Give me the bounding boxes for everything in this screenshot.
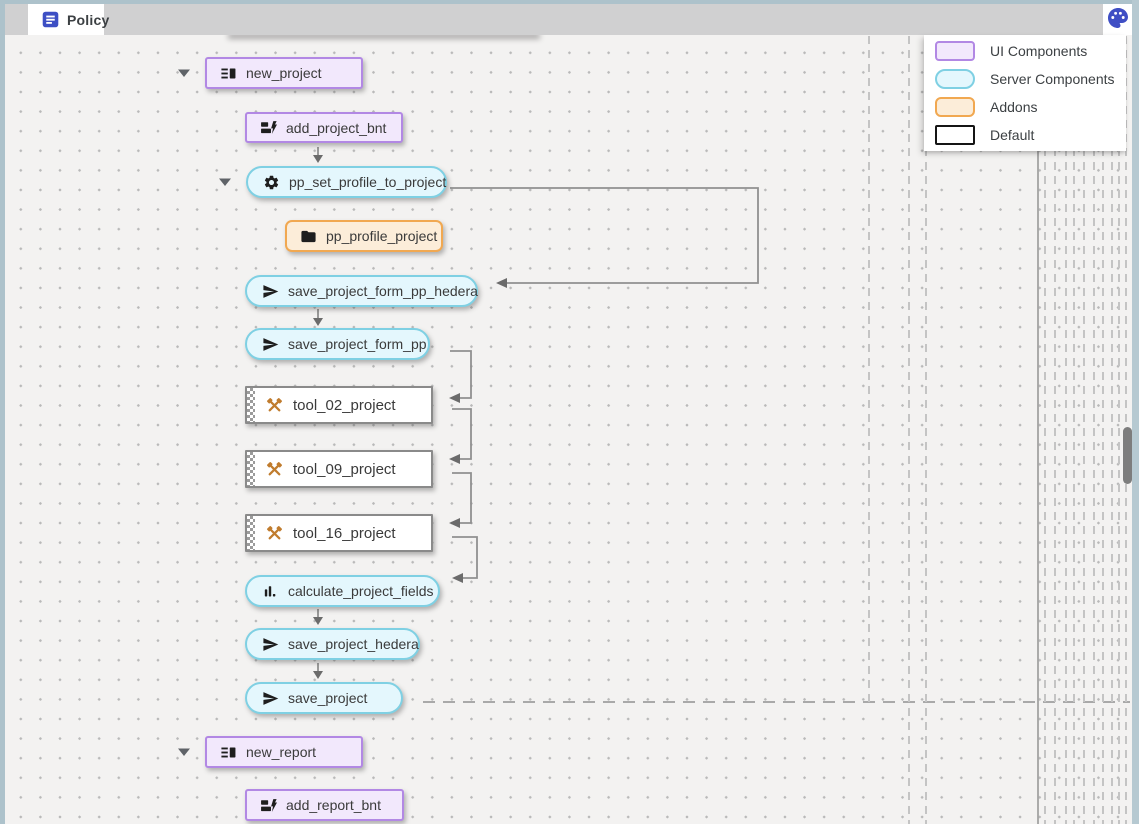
window-frame-top <box>0 0 1139 4</box>
node-label: pp_set_profile_to_project <box>289 174 446 190</box>
node-add_project_bnt[interactable]: add_project_bnt <box>245 112 403 143</box>
node-label: tool_09_project <box>293 461 396 478</box>
tools-icon <box>265 524 284 543</box>
tab-bar <box>5 4 1103 35</box>
collapse-arrow-pp_set_profile_to_project[interactable] <box>218 177 232 187</box>
collapse-arrow-new_report[interactable] <box>177 747 191 757</box>
node-label: add_project_bnt <box>286 120 386 136</box>
node-label: pp_profile_project <box>326 228 437 244</box>
collapse-arrow-new_project[interactable] <box>177 68 191 78</box>
legend-label: Server Components <box>990 71 1115 87</box>
vertical-scrollbar-thumb[interactable] <box>1123 427 1132 484</box>
tab-policy[interactable]: Policy <box>28 4 104 35</box>
legend-toggle-button[interactable] <box>1103 0 1133 35</box>
send-icon <box>262 636 279 653</box>
window-frame-left <box>0 0 5 824</box>
legend-label: UI Components <box>990 43 1087 59</box>
node-label: save_project_form_pp <box>288 336 427 352</box>
addons-swatch <box>935 97 975 117</box>
vertical-scrollbar-track[interactable] <box>1132 0 1139 824</box>
node-add_report_bnt[interactable]: add_report_bnt <box>245 789 404 821</box>
tab-policy-label: Policy <box>67 12 109 28</box>
legend-item-ui-components: UI Components <box>924 37 1126 65</box>
default-swatch <box>935 125 975 145</box>
node-label: save_project_hedera <box>288 636 419 652</box>
node-label: new_report <box>246 744 316 760</box>
legend-label: Default <box>990 127 1034 143</box>
node-new_project[interactable]: new_project <box>205 57 363 89</box>
tools-icon <box>265 460 284 479</box>
node-tool_02_project[interactable]: tool_02_project <box>245 386 433 424</box>
node-label: tool_02_project <box>293 397 396 414</box>
screen-icon <box>220 744 237 761</box>
node-label: calculate_project_fields <box>288 583 434 599</box>
tool-edge-pattern <box>247 388 255 422</box>
policy-doc-icon <box>42 11 59 28</box>
legend-item-server-components: Server Components <box>924 65 1126 93</box>
node-save_project_hedera[interactable]: save_project_hedera <box>245 628 420 660</box>
node-pp_profile_project[interactable]: pp_profile_project <box>285 220 443 252</box>
send-icon <box>262 283 279 300</box>
ui-components-swatch <box>935 41 975 61</box>
node-pp_set_profile_to_project[interactable]: pp_set_profile_to_project <box>246 166 447 198</box>
node-tool_09_project[interactable]: tool_09_project <box>245 450 433 488</box>
palette-icon <box>1106 6 1130 30</box>
tools-icon <box>265 396 284 415</box>
chart-icon <box>262 583 279 600</box>
tool-edge-pattern <box>247 452 255 486</box>
gear-icon <box>263 174 280 191</box>
button-icon <box>260 797 277 814</box>
send-icon <box>262 336 279 353</box>
node-tool_16_project[interactable]: tool_16_project <box>245 514 433 552</box>
legend-item-default: Default <box>924 121 1126 149</box>
node-save_project_form_pp[interactable]: save_project_form_pp <box>245 328 430 360</box>
node-label: save_project <box>288 690 367 706</box>
legend-panel: UI Components Server Components Addons D… <box>924 35 1126 151</box>
tool-edge-pattern <box>247 516 255 550</box>
legend-item-addons: Addons <box>924 93 1126 121</box>
node-new_report[interactable]: new_report <box>205 736 363 768</box>
node-save_project[interactable]: save_project <box>245 682 403 714</box>
server-components-swatch <box>935 69 975 89</box>
node-calculate_project_fields[interactable]: calculate_project_fields <box>245 575 440 607</box>
screen-icon <box>220 65 237 82</box>
legend-label: Addons <box>990 99 1037 115</box>
folder-icon <box>300 228 317 245</box>
node-label: new_project <box>246 65 322 81</box>
policy-canvas[interactable] <box>5 35 1132 824</box>
send-icon <box>262 690 279 707</box>
node-label: save_project_form_pp_hedera <box>288 283 478 299</box>
node-label: add_report_bnt <box>286 797 381 813</box>
node-label: tool_16_project <box>293 525 396 542</box>
node-save_project_form_pp_hedera[interactable]: save_project_form_pp_hedera <box>245 275 478 307</box>
button-icon <box>260 119 277 136</box>
